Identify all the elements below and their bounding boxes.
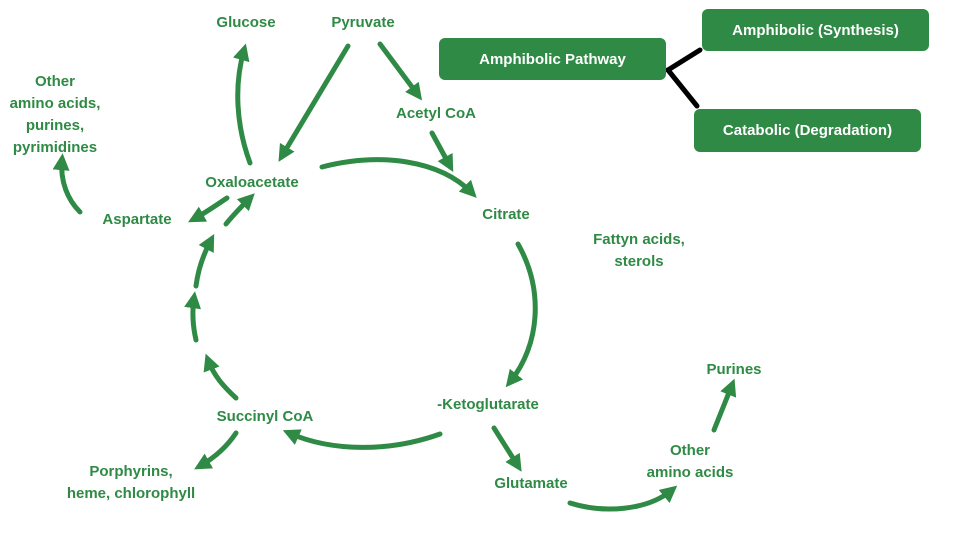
arrow-acetyl-coa-to-citrate [429,130,454,172]
node-glucose: Glucose [216,14,276,31]
arrow-ketoglutarate-to-glutamate [491,425,522,472]
node-other-amino-acids-purines-pyrimidines: Other amino acids, purines, pyrimidines [9,73,101,156]
legend-connector-synthesis [665,47,703,73]
node-citrate: Citrate [482,206,530,223]
arrow-other-amino-acids-to-purines [711,378,737,433]
arrow-succinyl-coa-to-porphyrins [194,430,239,470]
legend-amphibolic-synthesis: Amphibolic (Synthesis) [702,9,929,51]
legend-connector-degradation [665,67,700,109]
arrow-aspartate-to-other-amino-acids [52,153,83,215]
arrow-oxaloacetate-to-aspartate [188,195,230,223]
arrow-citrate-to-ketoglutarate [505,241,538,388]
node-ketoglutarate: -Ketoglutarate [437,396,539,413]
node-fatty-acids-sterols: Fattyn acids, sterols [593,231,685,270]
arrow-cycle-to-oxaloacetate [223,193,255,227]
node-oxaloacetate: Oxaloacetate [205,174,299,191]
node-purines: Purines [706,361,762,378]
arrow-succinyl-coa-upward [203,353,239,401]
arrow-pyruvate-to-oxaloacetate [278,43,351,162]
arrow-pyruvate-to-acetyl-coa [377,41,423,101]
node-succinyl-coa: Succinyl CoA [216,408,314,425]
node-acetyl-coa: Acetyl CoA [395,105,477,122]
arrow-cycle-left-1 [184,291,201,343]
arrow-oxaloacetate-to-glucose [233,43,253,166]
node-aspartate: Aspartate [102,211,172,228]
arrow-oxaloacetate-to-citrate [319,157,477,198]
node-pyruvate: Pyruvate [331,14,395,31]
legend-catabolic-degradation: Catabolic (Degradation) [694,109,921,152]
arrow-cycle-left-2 [193,233,215,289]
node-other-amino-acids: Other amino acids [646,442,734,481]
node-porphyrins-heme-chlorophyll: Porphyrins, heme, chlorophyll [66,463,196,502]
arrow-glutamate-to-other-amino-acids [567,485,678,512]
node-glutamate: Glutamate [494,475,568,492]
legend-amphibolic-pathway: Amphibolic Pathway [439,38,666,80]
arrow-ketoglutarate-to-succinyl-coa [282,429,443,450]
